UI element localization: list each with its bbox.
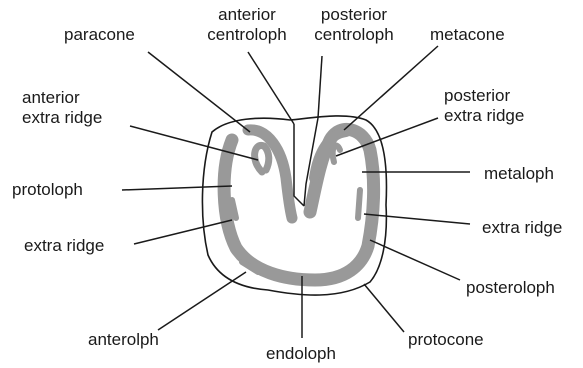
enamel-main-band <box>224 129 374 280</box>
label-posteroloph: posteroloph <box>466 278 555 298</box>
leader-anterior-extra-ridge <box>130 126 258 160</box>
leader-posterior-centroloph <box>318 56 322 118</box>
label-posterior-extra-ridge: posterior extra ridge <box>444 86 524 126</box>
label-anterior-extra-ridge: anterior extra ridge <box>22 88 102 128</box>
leader-extra-ridge-left <box>134 220 232 244</box>
label-metaloph: metaloph <box>484 164 554 184</box>
label-extra-ridge-right: extra ridge <box>482 218 562 238</box>
label-anterior-centroloph: anterior centroloph <box>192 5 302 45</box>
label-extra-ridge-left: extra ridge <box>24 236 104 256</box>
label-metacone: metacone <box>430 25 505 45</box>
label-protocone: protocone <box>408 330 484 350</box>
leader-paracone <box>148 52 250 132</box>
leader-posteroloph <box>370 240 460 280</box>
leader-extra-ridge-right <box>364 214 470 224</box>
label-endoloph: endoloph <box>266 344 336 364</box>
label-protoloph: protoloph <box>12 180 83 200</box>
enamel-posterior-extra-ridge <box>333 146 340 162</box>
leader-protoloph <box>122 186 232 190</box>
label-anterolph: anterolph <box>88 330 159 350</box>
leader-metacone <box>344 46 438 130</box>
enamel-anterior-extra-ridge <box>255 145 269 172</box>
label-posterior-centroloph: posterior centroloph <box>298 5 410 45</box>
leader-anterolph <box>158 272 246 330</box>
enamel-anterior-centroloph <box>248 130 292 218</box>
leader-anterior-centroloph <box>248 52 294 124</box>
label-paracone: paracone <box>64 25 135 45</box>
leader-protocone <box>364 284 404 332</box>
enamel-extra-ridge-right <box>358 190 360 218</box>
enamel-extra-ridge-left <box>232 200 236 218</box>
